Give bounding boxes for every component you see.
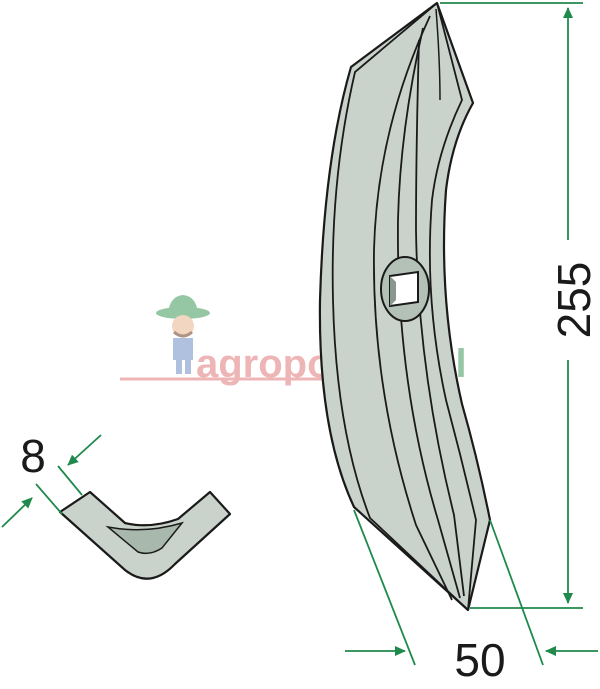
cross-section-inner-shadow xyxy=(105,521,185,555)
width-dimension: 50 xyxy=(345,509,598,686)
blade-rib xyxy=(415,39,465,597)
blade-rib xyxy=(373,15,453,601)
farmer-mascot-icon xyxy=(156,295,210,374)
thickness-dimension: 8 xyxy=(1,430,102,528)
mounting-hole xyxy=(380,256,430,322)
blade-rib xyxy=(331,2,469,611)
thickness-label: 8 xyxy=(20,430,46,482)
blade-rib xyxy=(397,27,461,599)
blade-rib xyxy=(435,8,441,101)
width-label: 50 xyxy=(454,634,505,686)
height-dimension: 255 xyxy=(440,2,600,609)
blade-rib xyxy=(428,2,477,611)
blade-cross-section xyxy=(58,490,232,580)
height-label: 255 xyxy=(548,262,600,339)
blade-side-view xyxy=(318,1,492,612)
